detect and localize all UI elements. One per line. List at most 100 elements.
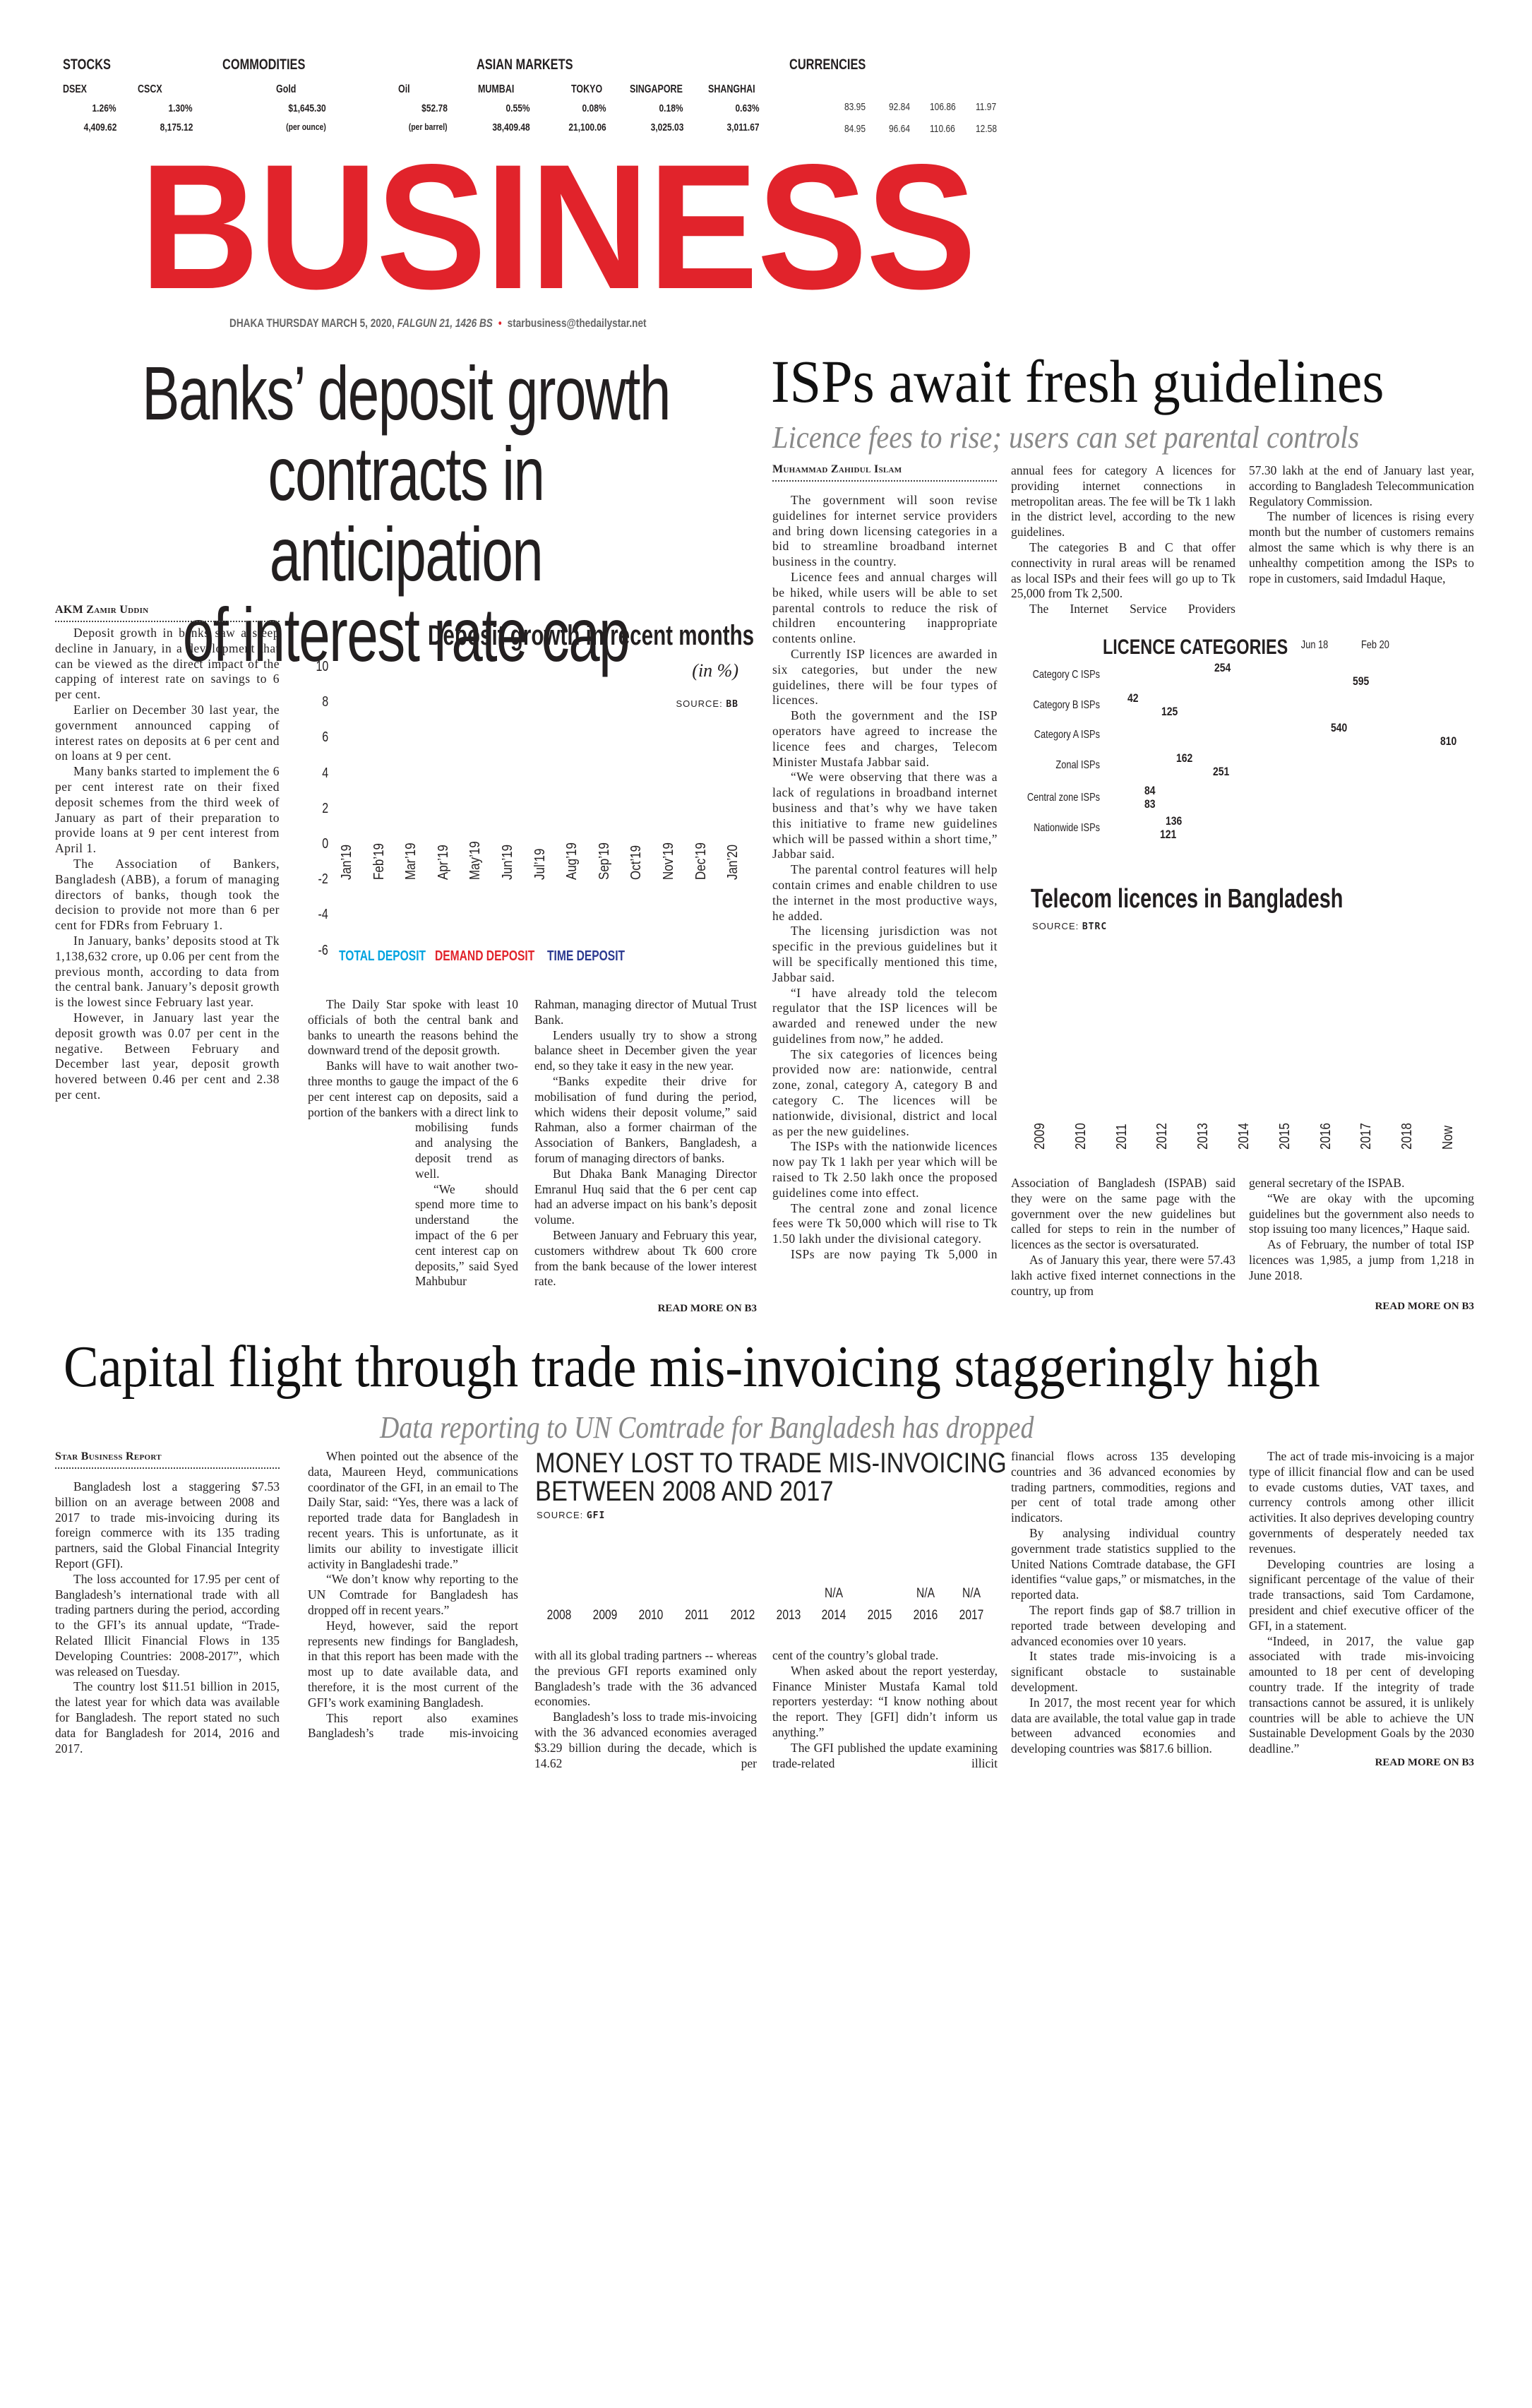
x-tick-label: Jul’19: [532, 848, 548, 880]
section-email[interactable]: starbusiness@thedailystar.net: [507, 316, 647, 330]
x-tick-label: 2016: [913, 1608, 938, 1623]
bar-value-label: 810: [1440, 734, 1457, 748]
stocks-label: STOCKS: [63, 56, 111, 73]
currency-rate: 92.84: [889, 101, 911, 113]
x-tick-label: Aug’19: [564, 842, 580, 880]
y-tick-label: -4: [318, 907, 328, 923]
deposit-col-3: Rahman, managing director of Mutual Trus…: [534, 997, 757, 1289]
chart-title: Deposit growth in recent months: [428, 620, 755, 651]
paragraph: Licence fees and annual charges will be …: [772, 569, 998, 646]
y-tick-label: -6: [318, 942, 328, 958]
paragraph: The licensing jurisdiction was not speci…: [772, 924, 998, 984]
source-value: GFI: [586, 1510, 606, 1521]
ticker-value: 8,175.12: [160, 121, 193, 133]
paragraph: The loss accounted for 17.95 per cent of…: [55, 1571, 280, 1679]
y-tick-label: 2: [322, 800, 328, 816]
isp-col-1: The government will soon revise guidelin…: [772, 493, 998, 1263]
paragraph: The Internet Service Providers: [1029, 602, 1235, 616]
capital-col-1: Bangladesh lost a staggering $7.53 billi…: [55, 1479, 280, 1756]
chart-title: MONEY LOST TO TRADE MIS-INVOICING BETWEE…: [535, 1449, 1007, 1506]
paragraph: This report also examines Bangladesh’s t…: [308, 1710, 518, 1741]
data-label-na: N/A: [825, 1586, 844, 1601]
paragraph: Earlier on December 30 last year, the go…: [55, 702, 280, 763]
paragraph: 57.30 lakh at the end of January last ye…: [1249, 463, 1474, 508]
paragraph: Both the government and the ISP operator…: [772, 708, 998, 769]
isp-col-2b: Association of Bangladesh (ISPAB) said t…: [1011, 1176, 1235, 1299]
category-label: Category C ISPs: [1032, 669, 1100, 681]
capital-col-4: cent of the country’s global trade.When …: [772, 1648, 998, 1771]
image-placeholder: [308, 1121, 415, 1326]
ticker-name: SINGAPORE: [630, 83, 683, 95]
ticker-change: 0.08%: [582, 102, 606, 114]
x-tick-label: 2012: [730, 1608, 755, 1623]
category-label: Central zone ISPs: [1027, 792, 1100, 804]
data-label-na: N/A: [962, 1586, 981, 1601]
deposit-headline: Banks’ deposit growth contracts in antic…: [42, 353, 770, 675]
capital-col-5: financial flows across 135 developing co…: [1011, 1449, 1235, 1757]
ticker-value: 3,011.67: [726, 121, 760, 133]
deposit-byline: AKM Zamir Uddin: [55, 604, 280, 622]
paragraph: However, in January last year the deposi…: [55, 1010, 280, 1102]
x-tick-label: Feb’19: [371, 843, 387, 880]
bar-value-label: 83: [1144, 797, 1156, 811]
read-more-link[interactable]: READ MORE ON B3: [1375, 1301, 1474, 1312]
paragraph: “I have already told the telecom regulat…: [772, 985, 998, 1046]
ticker-change: 1.26%: [92, 102, 116, 114]
x-tick-label: 2017: [1358, 1123, 1375, 1150]
read-more-link[interactable]: READ MORE ON B3: [657, 1303, 757, 1314]
x-tick-label: 2014: [1236, 1123, 1252, 1150]
bar-value-label: 121: [1159, 828, 1177, 841]
category-label: Nationwide ISPs: [1034, 822, 1100, 834]
x-tick-label: 2011: [684, 1608, 709, 1623]
chart-title: LICENCE CATEGORIES: [1103, 636, 1288, 659]
x-tick-label: 2014: [822, 1608, 846, 1623]
paragraph: Bangladesh’s loss to trade mis-invoicing…: [534, 1710, 757, 1770]
x-tick-label: 2016: [1317, 1123, 1334, 1150]
ticker-unit: (per ounce): [286, 121, 326, 132]
paragraph: The report finds gap of $8.7 trillion in…: [1011, 1602, 1235, 1648]
paragraph: “We don’t know why reporting to the UN C…: [308, 1572, 518, 1617]
paragraph: But Dhaka Bank Managing Director Emranul…: [534, 1166, 757, 1227]
currency-rate: 11.97: [976, 101, 997, 113]
paragraph: financial flows across 135 developing co…: [1011, 1449, 1235, 1525]
capital-byline: Star Business Report: [55, 1450, 280, 1469]
ticker-price: $52.78: [421, 102, 448, 114]
capital-col-3: with all its global trading partners -- …: [534, 1648, 757, 1771]
paragraph: Currently ISP licences are awarded in si…: [772, 646, 998, 708]
deposit-col-2: The Daily Star spoke with least 10 offic…: [308, 997, 518, 1326]
ticker-name: Oil: [398, 83, 410, 95]
paragraph: When pointed out the absence of the data…: [308, 1449, 518, 1571]
bullet: •: [498, 316, 502, 330]
paragraph: Developing countries are losing a signif…: [1249, 1556, 1474, 1633]
ticker-name: MUMBAI: [478, 83, 515, 95]
isp-headline: ISPs await fresh guidelines: [771, 347, 1384, 415]
x-tick-label: 2010: [1072, 1123, 1089, 1150]
chart-source: SOURCE: BTRC: [1032, 921, 1107, 932]
legend-demand-deposit: DEMAND DEPOSIT: [435, 948, 535, 964]
commodities-label: COMMODITIES: [222, 56, 306, 73]
paragraph: “We are okay with the upcoming guideline…: [1249, 1191, 1474, 1236]
ticker-name: Gold: [276, 83, 297, 95]
x-tick-label: Oct’19: [628, 845, 645, 880]
paragraph: The six categories of licences being pro…: [772, 1047, 998, 1138]
bar-value-label: 595: [1353, 674, 1370, 688]
ticker-name: CSCX: [138, 83, 162, 95]
x-tick-label: 2018: [1399, 1123, 1416, 1150]
ticker-change: 0.18%: [659, 102, 683, 114]
x-tick-label: Mar’19: [403, 842, 419, 880]
chart-unit: (in %): [692, 660, 738, 681]
ticker-name: TOKYO: [571, 83, 603, 95]
paragraph: By analysing individual country governme…: [1011, 1525, 1235, 1602]
paragraph: “Banks expedite their drive for mobilisa…: [534, 1073, 757, 1165]
read-more-link[interactable]: READ MORE ON B3: [1375, 1757, 1474, 1768]
paragraph: The central zone and zonal licence fees …: [772, 1200, 998, 1246]
paragraph: Between January and February this year, …: [534, 1227, 757, 1289]
source-label: SOURCE:: [1032, 921, 1079, 931]
source-value: BTRC: [1082, 922, 1108, 932]
dateline: DHAKA THURSDAY MARCH 5, 2020, FALGUN 21,…: [229, 316, 647, 330]
x-tick-label: Jan’20: [725, 844, 741, 880]
y-tick-label: -2: [318, 871, 328, 888]
paragraph: Lenders usually try to show a strong bal…: [534, 1027, 757, 1073]
ticker-value: 3,025.03: [650, 121, 683, 133]
isp-subhead: Licence fees to rise; users can set pare…: [772, 420, 1360, 455]
